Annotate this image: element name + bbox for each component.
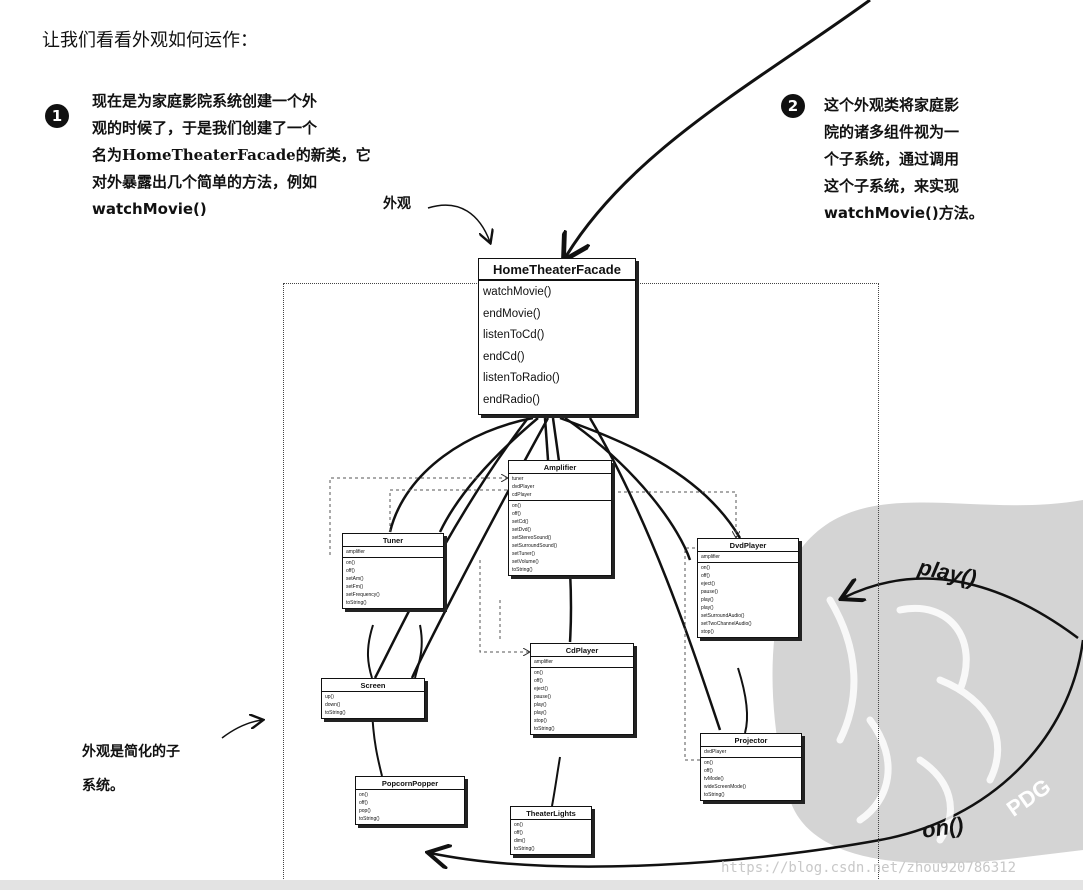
subsystem-label-arrow bbox=[221, 720, 262, 739]
class-name: Projector bbox=[701, 734, 801, 747]
theaterlights-class-box: TheaterLights on() off() dim() toString(… bbox=[510, 806, 592, 855]
method-list: on() off() eject() pause() play() play()… bbox=[534, 670, 555, 732]
cdplayer-class-box: CdPlayer amplifier on() off() eject() pa… bbox=[530, 643, 634, 735]
facade-class-box: HomeTheaterFacade watchMovie() endMovie(… bbox=[478, 258, 636, 415]
dvdplayer-class-box: DvdPlayer amplifier on() off() eject() p… bbox=[697, 538, 799, 638]
attribute-list: amplifier bbox=[343, 547, 443, 558]
method-list: up() down() toString() bbox=[325, 694, 346, 716]
method-list: on() off() eject() pause() play() play()… bbox=[701, 565, 752, 635]
method-list: on() off() setCd() setDvd() setStereoSou… bbox=[512, 503, 558, 573]
attribute-list: dvdPlayer bbox=[701, 747, 801, 758]
class-name: HomeTheaterFacade bbox=[479, 259, 635, 281]
subsystem-label: 外观是简化的子 系统。 bbox=[82, 744, 180, 794]
page-heading: 让我们看看外观如何运作： bbox=[42, 30, 258, 51]
attribute-list: tuner dvdPlayer cdPlayer bbox=[509, 474, 611, 501]
amplifier-class-box: Amplifier tuner dvdPlayer cdPlayer on() … bbox=[508, 460, 612, 576]
class-name: PopcornPopper bbox=[356, 777, 464, 790]
method-list: on() off() pop() toString() bbox=[359, 792, 380, 822]
step-2-badge: 2 bbox=[781, 94, 805, 118]
facade-label-arrow bbox=[427, 204, 490, 242]
method-list: on() off() dim() toString() bbox=[514, 822, 535, 852]
note-1: 现在是为家庭影院系统创建一个外 观的时候了，于是我们创建了一个 名为HomeTh… bbox=[92, 92, 371, 218]
popcornpopper-class-box: PopcornPopper on() off() pop() toString(… bbox=[355, 776, 465, 825]
method-list: watchMovie() endMovie() listenToCd() end… bbox=[483, 286, 560, 406]
attribute-list: amplifier bbox=[531, 657, 633, 668]
method-list: on() off() setAm() setFm() setFrequency(… bbox=[346, 560, 380, 606]
attribute-list: amplifier bbox=[698, 552, 798, 563]
tuner-class-box: Tuner amplifier on() off() setAm() setFm… bbox=[342, 533, 444, 609]
class-name: Screen bbox=[322, 679, 424, 692]
footer-bar bbox=[0, 880, 1083, 890]
class-name: Tuner bbox=[343, 534, 443, 547]
projector-class-box: Projector dvdPlayer on() off() tvMode() … bbox=[700, 733, 802, 801]
method-list: on() off() tvMode() wideScreenMode() toS… bbox=[704, 760, 746, 798]
class-name: Amplifier bbox=[509, 461, 611, 474]
source-url: https://blog.csdn.net/zhou920786312 bbox=[721, 860, 1017, 876]
screen-class-box: Screen up() down() toString() bbox=[321, 678, 425, 719]
class-name: TheaterLights bbox=[511, 807, 591, 820]
facade-label: 外观 bbox=[383, 196, 411, 212]
class-name: DvdPlayer bbox=[698, 539, 798, 552]
note-2: 这个外观类将家庭影 院的诸多组件视为一 个子系统，通过调用 这个子系统，来实现 … bbox=[824, 96, 984, 222]
step-1-badge: 1 bbox=[45, 104, 69, 128]
client-arrow bbox=[565, 0, 871, 258]
class-name: CdPlayer bbox=[531, 644, 633, 657]
